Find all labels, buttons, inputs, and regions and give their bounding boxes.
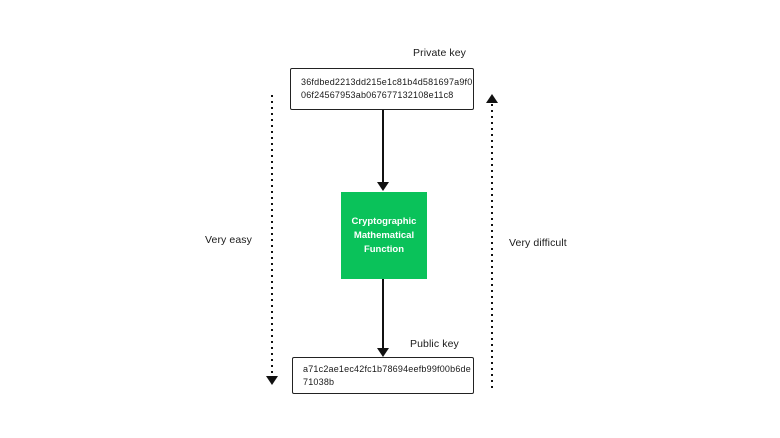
public-key-label: Public key (410, 338, 459, 350)
function-box-line-2: Mathematical (353, 229, 415, 241)
arrow-down-icon (377, 348, 389, 357)
private-key-line-1: 36fdbed2213dd215e1c81b4d581697a9f0 (301, 77, 473, 87)
private-key-label: Private key (413, 47, 467, 59)
private-key-box: 36fdbed2213dd215e1c81b4d581697a9f0 06f24… (290, 68, 474, 110)
public-key-line-2: 71038b (303, 377, 335, 387)
arrow-up-icon (486, 94, 498, 103)
arrow-private-to-function-line (382, 110, 384, 182)
function-box-line-1: Cryptographic (351, 215, 417, 227)
very-easy-label: Very easy (205, 234, 253, 246)
very-easy-dotted-line (271, 95, 273, 376)
public-key-box: a71c2ae1ec42fc1b78694eefb99f00b6de 71038… (292, 357, 474, 394)
arrow-down-icon (266, 376, 278, 385)
function-box-line-3: Function (363, 243, 405, 255)
arrow-function-to-public-line (382, 279, 384, 348)
arrow-down-icon (377, 182, 389, 191)
very-difficult-label: Very difficult (509, 237, 567, 249)
very-difficult-dotted-line (491, 104, 493, 390)
public-key-line-1: a71c2ae1ec42fc1b78694eefb99f00b6de (303, 364, 471, 374)
private-key-line-2: 06f24567953ab067677132108e11c8 (301, 90, 454, 100)
cryptographic-function-box: Cryptographic Mathematical Function (341, 192, 427, 279)
